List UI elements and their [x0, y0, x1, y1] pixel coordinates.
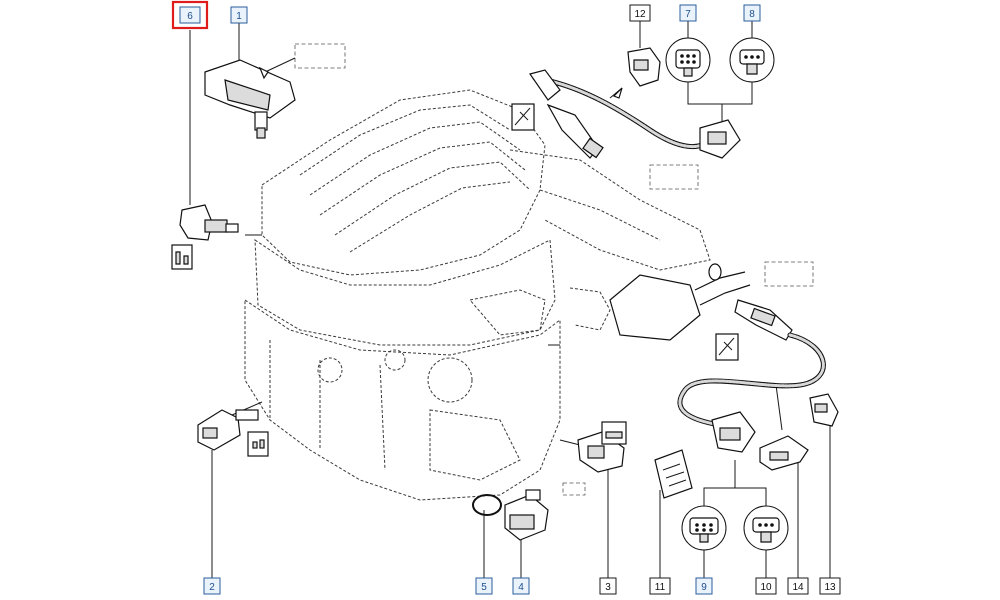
callout-4[interactable]: 4 [512, 577, 530, 595]
callout-label: 5 [481, 582, 487, 593]
callout-8[interactable]: 8 [743, 4, 761, 22]
oil-pressure-switch-icon [577, 421, 627, 473]
connector-icon [665, 37, 711, 83]
exhaust-pictogram [511, 103, 535, 131]
dashed-label [294, 43, 346, 69]
crankshaft-pictogram [247, 431, 269, 457]
downstream-oxygen-sensor-icon [654, 299, 839, 499]
callout-label: 12 [634, 9, 646, 20]
dashed-label [649, 164, 699, 190]
callout-6[interactable]: 6 [171, 0, 209, 30]
callout-13[interactable]: 13 [819, 577, 841, 595]
callout-label: 10 [760, 582, 772, 593]
dashed-label [562, 482, 586, 496]
callout-label: 1 [236, 11, 242, 22]
crankshaft-sensor-icon [197, 409, 269, 457]
callout-3[interactable]: 3 [599, 577, 617, 595]
callout-5[interactable]: 5 [475, 577, 493, 595]
connector-icon [729, 37, 775, 83]
o-ring-icon [472, 494, 502, 516]
callout-label: 6 [187, 11, 193, 22]
callout-2[interactable]: 2 [203, 577, 221, 595]
callout-label: 13 [824, 582, 836, 593]
callout-label: 9 [701, 582, 707, 593]
callout-12[interactable]: 12 [629, 4, 651, 22]
oil-pictogram [601, 421, 627, 445]
callout-10[interactable]: 10 [755, 577, 777, 595]
catalytic-converter [569, 263, 751, 341]
callout-label: 4 [518, 582, 524, 593]
connector-icon [681, 505, 727, 551]
callout-label: 8 [749, 9, 755, 20]
map-sensor-icon [204, 57, 296, 139]
exhaust-pictogram [715, 333, 739, 361]
camshaft-sensor-icon [171, 204, 239, 270]
leader-lines [189, 20, 831, 578]
callout-label: 2 [209, 582, 215, 593]
coolant-temp-sensor-icon [472, 489, 549, 541]
callout-14[interactable]: 14 [787, 577, 809, 595]
callout-7[interactable]: 7 [679, 4, 697, 22]
upstream-oxygen-sensor-icon [511, 47, 741, 159]
connector-icon [743, 505, 789, 551]
dashed-label [764, 261, 814, 287]
engine-outline [244, 89, 711, 501]
callout-1[interactable]: 1 [230, 6, 248, 24]
dashed-label-boxes [294, 43, 814, 496]
callout-9[interactable]: 9 [695, 577, 713, 595]
callout-label: 11 [655, 582, 666, 593]
callout-label: 14 [792, 582, 804, 593]
callout-11[interactable]: 11 [649, 577, 671, 595]
callout-label: 7 [685, 9, 691, 20]
callout-label: 3 [605, 582, 611, 593]
